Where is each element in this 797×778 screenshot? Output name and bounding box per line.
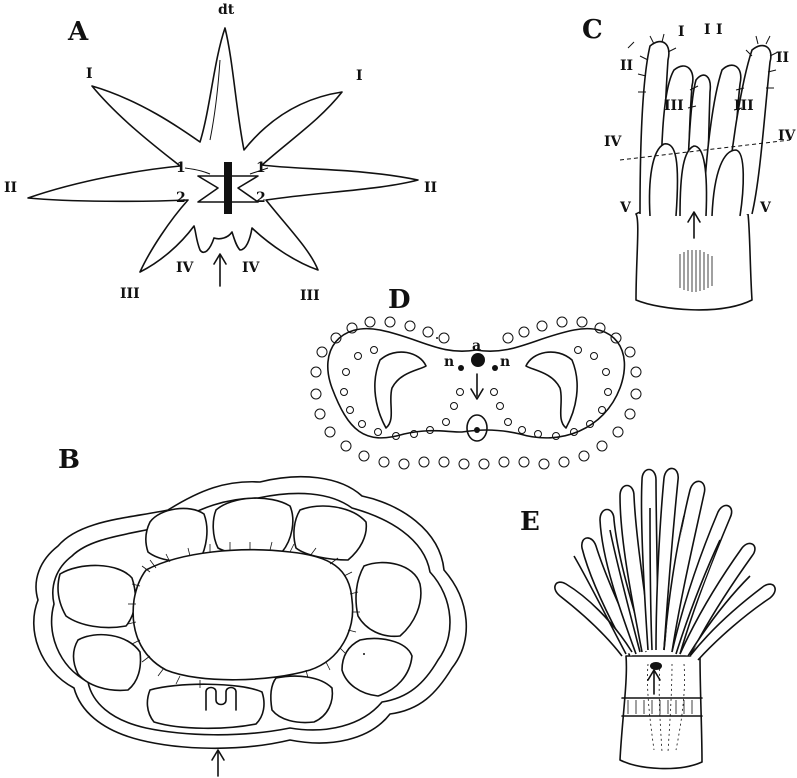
panel-c: C <box>582 15 797 310</box>
mesentery-left <box>375 352 426 428</box>
label-2-left: 2 <box>176 190 186 206</box>
label-III-right: III <box>734 98 754 114</box>
label-I-left: I <box>86 66 93 82</box>
panel-c-label: C <box>582 15 603 45</box>
column-stalk <box>620 656 702 769</box>
label-I-right: I <box>356 68 363 84</box>
label-II-left: II <box>4 180 17 196</box>
panel-a-label: A <box>67 17 89 47</box>
label-dt: dt <box>218 2 235 18</box>
arrow-up-icon <box>214 254 226 286</box>
nucleus-n-right <box>492 365 498 371</box>
panel-e: E <box>520 468 775 768</box>
star-body-outline <box>28 28 418 272</box>
label-I-c: I <box>716 22 723 38</box>
label-II-left: II <box>620 58 633 74</box>
speck <box>436 337 438 339</box>
label-III-left: III <box>120 286 140 302</box>
nucleus-n-left <box>458 365 464 371</box>
label-I-a: I <box>678 24 685 40</box>
label-1-right: 1 <box>256 160 266 176</box>
label-n-left: n <box>444 354 454 370</box>
label-n-right: n <box>500 354 510 370</box>
label-II-right: II <box>424 180 437 196</box>
pharynx-center <box>474 427 480 433</box>
panel-a: A dt I I II II 1 1 2 2 IV IV III III <box>4 2 437 304</box>
panel-b-label: B <box>58 445 80 475</box>
arrow-up-icon <box>212 750 224 776</box>
label-IV-left: IV <box>176 260 195 276</box>
label-V-left: V <box>619 200 632 216</box>
label-I-b: I <box>704 22 711 38</box>
label-2-right: 2 <box>256 190 266 206</box>
mouth-dark-spot <box>650 662 662 670</box>
label-III-right: III <box>300 288 320 304</box>
mesentery-right <box>526 352 577 428</box>
panel-e-label: E <box>520 507 540 537</box>
central-cavity <box>133 550 352 680</box>
label-IV-right: IV <box>778 128 797 144</box>
label-IV-right: IV <box>242 260 261 276</box>
label-1-left: 1 <box>176 160 186 176</box>
label-II-right: II <box>776 50 789 66</box>
tentacle-crown <box>555 468 775 660</box>
nucleus-a <box>471 353 485 367</box>
panel-d-label: D <box>388 285 411 315</box>
label-a: a <box>472 338 481 354</box>
label-III-left: III <box>664 98 684 114</box>
mouth-siphonoglyph <box>224 162 232 214</box>
label-V-right: V <box>759 200 772 216</box>
label-IV-left: IV <box>604 134 623 150</box>
arrow-down-icon <box>471 374 483 399</box>
panel-d: D <box>311 285 641 469</box>
speck <box>363 653 365 655</box>
panel-b: B <box>34 445 467 776</box>
